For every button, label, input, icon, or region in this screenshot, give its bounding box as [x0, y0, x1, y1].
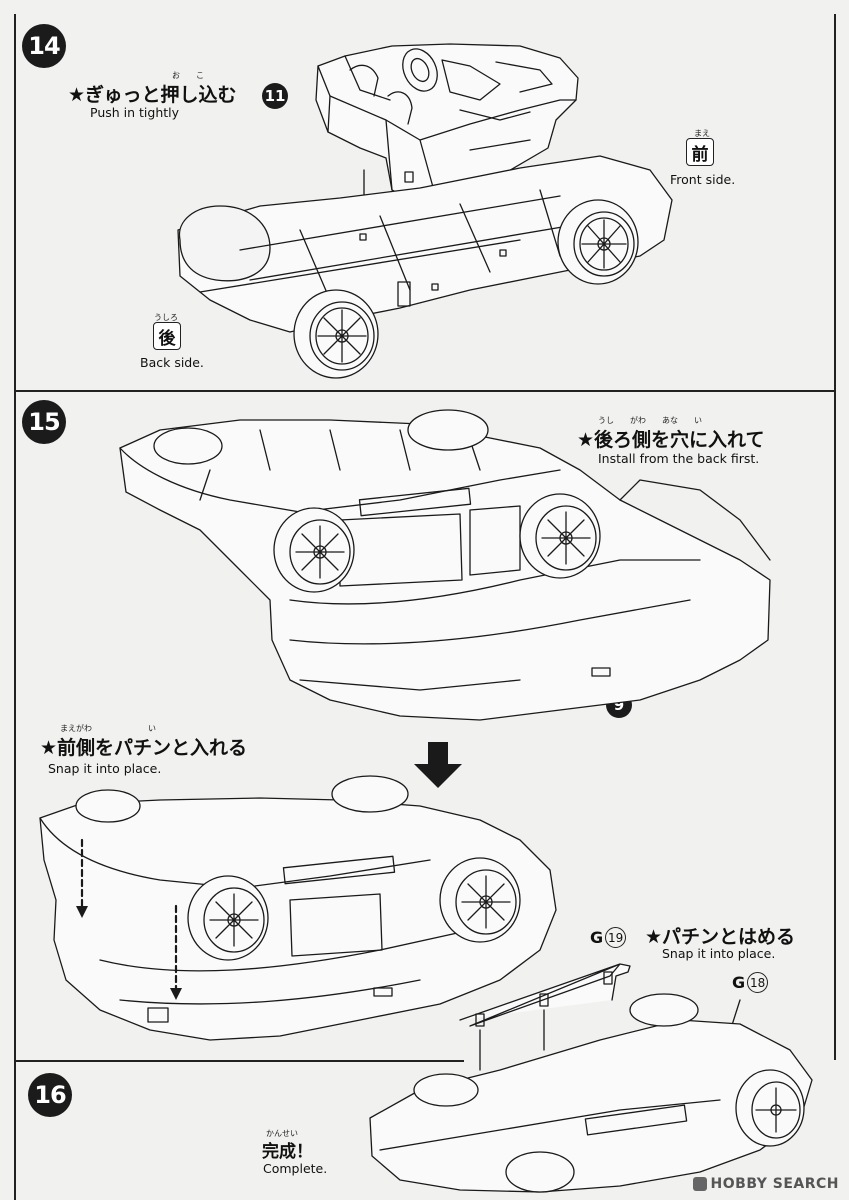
front-ruby: まえ [694, 129, 710, 138]
step-14-instruction-jp: ★ぎゅっと押し込む [68, 84, 237, 106]
snap-arrowhead-left [76, 906, 88, 918]
watermark: HOBBY SEARCH [692, 1176, 839, 1192]
step-14-ruby: お こ [172, 71, 204, 80]
back-kanji-box: 後 [153, 322, 181, 350]
step-14-instruction-en: Push in tightly [90, 105, 180, 120]
step-15-instruction3-jp: ★パチンとはめる [645, 926, 796, 948]
front-side-label: Front side. [670, 172, 736, 187]
step-15-instruction1-jp: ★後ろ側を穴に入れて [577, 429, 765, 451]
part-g18-ref: G 18 [732, 972, 769, 993]
part-11-badge: 11 [262, 83, 288, 109]
hobby-search-logo-icon [692, 1177, 707, 1191]
snap-arrowhead-right [170, 988, 182, 1000]
frame-top-left-border [14, 14, 16, 390]
body-lower-drawing [40, 798, 556, 1040]
step-15-instruction1-ruby: うし がわ あな い [598, 416, 702, 425]
frame-divider-14-15 [14, 390, 835, 392]
cockpit-tub-drawing [316, 43, 578, 200]
step-16-ruby: かんせい [266, 1129, 298, 1138]
step-15-badge: 15 [22, 400, 66, 444]
step-15-instruction2-en: Snap it into place. [48, 761, 162, 776]
front-kanji-box: 前 [686, 138, 714, 166]
finished-car-drawing [370, 994, 812, 1192]
step-14-badge: 14 [22, 24, 66, 68]
complete-jp: 完成！ [262, 1142, 313, 1162]
body-upper-wheels [154, 410, 600, 592]
part-g18-number: 18 [747, 972, 769, 993]
step-16-badge: 16 [28, 1073, 72, 1117]
frame-right-border [834, 14, 836, 1060]
back-ruby: うしろ [154, 313, 178, 322]
body-upper-drawing [120, 420, 770, 720]
step-15-instruction2-ruby: まえがわ い [60, 724, 156, 733]
step-15-instruction3-en: Snap it into place. [662, 946, 776, 961]
part-g19-number: 19 [605, 927, 627, 948]
chassis-front-wheel [558, 200, 638, 284]
step-15-down-arrow [414, 742, 462, 788]
wing-part-g19 [460, 964, 630, 1070]
back-side-label: Back side. [140, 355, 204, 370]
part-g18-letter: G [732, 973, 746, 992]
chassis-rear-wheel [294, 290, 378, 378]
step-15-instruction1-en: Install from the back first. [598, 451, 760, 466]
frame-left-border-15 [14, 390, 16, 1200]
chassis-drawing [178, 156, 672, 332]
snap-dashed-arrows [82, 840, 176, 990]
part-g19-letter: G [590, 928, 604, 947]
frame-divider-15-16 [14, 1060, 464, 1062]
complete-en: Complete. [263, 1161, 328, 1176]
body-lower-wheels [76, 776, 520, 960]
watermark-text: HOBBY SEARCH [710, 1176, 839, 1192]
part-g19-ref: G 19 [590, 927, 627, 948]
step-15-instruction2-jp: ★前側をパチンと入れる [40, 737, 248, 759]
